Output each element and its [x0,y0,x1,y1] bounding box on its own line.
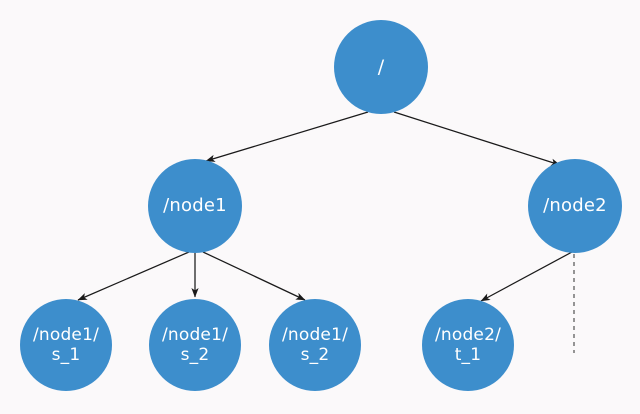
edge-root-to-node1 [205,111,369,162]
tree-node-node1-s2-second-label: /node1/ s_2 [281,324,349,365]
tree-node-node1-s1-label: /node1/ s_1 [32,324,100,365]
tree-node-root-label: / [377,55,385,78]
tree-node-node1[interactable]: /node1 [148,159,242,253]
tree-node-node2-t1[interactable]: /node2/ t_1 [422,299,514,391]
tree-node-root[interactable]: / [334,20,428,114]
tree-node-node2-label: /node2 [543,195,607,217]
tree-node-node1-s1[interactable]: /node1/ s_1 [20,299,112,391]
edge-node2-to-leaf4 [480,251,573,302]
edge-node1-to-leaf3 [202,251,306,301]
tree-node-node2[interactable]: /node2 [528,159,622,253]
tree-node-node1-label: /node1 [163,195,227,217]
tree-node-node1-s2-first-label: /node1/ s_2 [161,324,229,365]
edge-root-to-node2 [393,111,561,166]
edge-node1-to-leaf1 [77,251,190,301]
tree-node-node1-s2-first[interactable]: /node1/ s_2 [149,299,241,391]
tree-node-node2-t1-label: /node2/ t_1 [434,324,502,365]
tree-node-node1-s2-second[interactable]: /node1/ s_2 [269,299,361,391]
